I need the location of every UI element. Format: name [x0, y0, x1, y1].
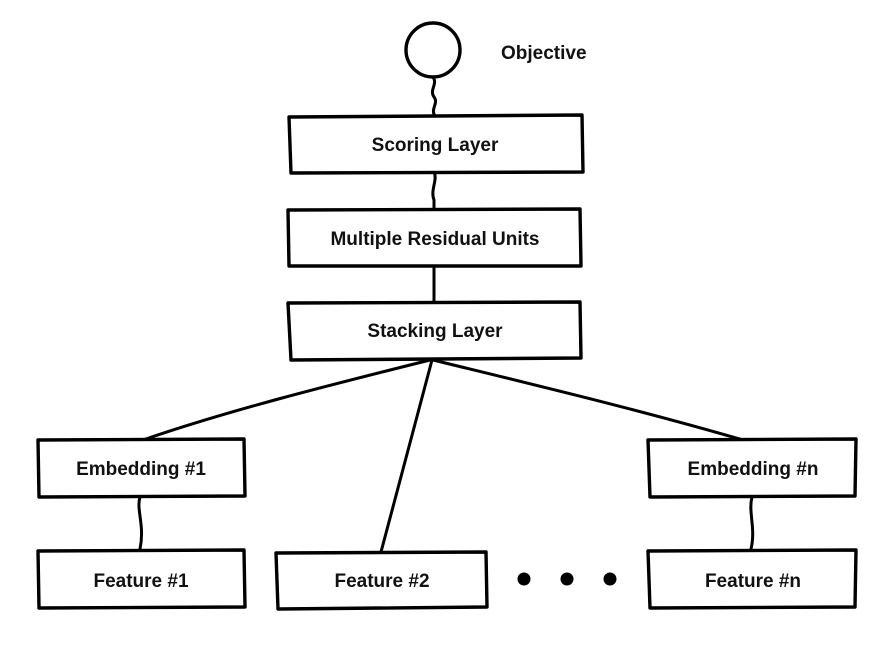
objective-label: Objective — [501, 43, 587, 64]
edge-feature-n-to-embedding-n — [749, 495, 755, 551]
feature-2-label: Feature #2 — [334, 571, 429, 592]
scoring-layer-box: Scoring Layer — [287, 113, 585, 175]
feature-n-label: Feature #n — [705, 571, 801, 592]
residual-units-box: Multiple Residual Units — [286, 207, 583, 268]
edge-objective-to-scoring — [430, 75, 438, 118]
ellipsis-dots — [517, 572, 617, 586]
edge-feature-1-to-embedding-1 — [137, 495, 144, 551]
ellipsis-dot — [517, 572, 531, 586]
edge-stacking-to-embedding-1 — [141, 358, 432, 442]
embedding-1-box: Embedding #1 — [36, 437, 247, 499]
feature-1-box: Feature #1 — [36, 548, 247, 610]
edge-stacking-to-feature-2 — [379, 358, 434, 554]
embedding-n-label: Embedding #n — [688, 459, 819, 480]
embedding-n-box: Embedding #n — [646, 437, 858, 499]
residual-units-label: Multiple Residual Units — [330, 229, 539, 250]
ellipsis-dot — [603, 572, 617, 586]
feature-2-box: Feature #2 — [274, 550, 489, 611]
scoring-layer-label: Scoring Layer — [372, 135, 499, 156]
stacking-layer-label: Stacking Layer — [367, 321, 503, 342]
feature-1-label: Feature #1 — [93, 571, 188, 592]
stacking-layer-box: Stacking Layer — [286, 300, 583, 362]
feature-n-box: Feature #n — [646, 548, 858, 610]
ellipsis-dot — [560, 572, 574, 586]
objective-node — [404, 21, 462, 79]
edge-stacking-to-embedding-n — [431, 358, 745, 442]
embedding-1-label: Embedding #1 — [76, 459, 206, 480]
edge-scoring-to-residual — [431, 170, 437, 211]
